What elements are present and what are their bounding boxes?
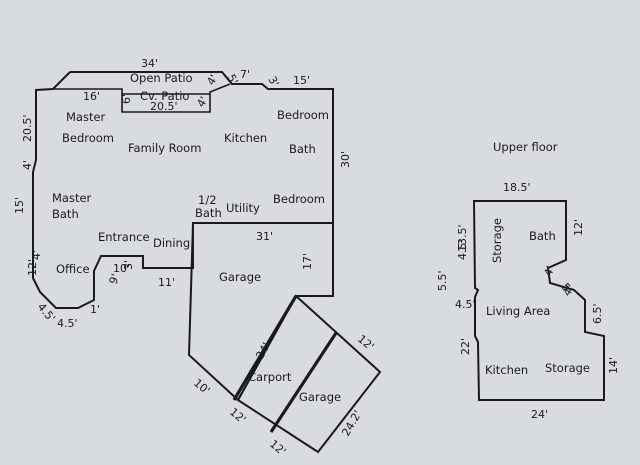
upper-dim-5-5: 5.5'	[436, 270, 449, 291]
room-half-bath-line2: Bath	[195, 206, 222, 220]
room-utility: Utility	[226, 201, 260, 215]
dim-12-carport: 12'	[227, 405, 248, 426]
dim-9: 9'	[107, 272, 123, 286]
carport-garage-outline	[236, 294, 382, 454]
upper-room-kitchen: Kitchen	[485, 363, 528, 377]
dim-10: 10'	[113, 262, 130, 275]
dim-15-top: 15'	[293, 74, 310, 87]
upper-dim-4-a: 4'	[542, 264, 558, 278]
upper-floor-plan	[472, 200, 605, 401]
dim-12-garage-bottom: 12'	[267, 437, 288, 458]
dim-12-garage-right: 12'	[355, 332, 376, 353]
dim-4-left: 4'	[21, 160, 34, 170]
room-cv-patio: Cv. Patio	[140, 89, 189, 103]
dim-20-5-patio: 20.5'	[150, 100, 178, 113]
room-open-patio: Open Patio	[130, 71, 193, 85]
room-master-bedroom-line2: Bedroom	[62, 131, 114, 145]
dim-4-patio: 4'	[194, 94, 210, 109]
upper-dim-18-5: 18.5'	[503, 181, 531, 194]
upper-floor-outline	[472, 200, 605, 401]
dim-3-small: 3'	[122, 260, 135, 270]
upper-room-living-area: Living Area	[486, 304, 550, 318]
dim-10-carport: 10'	[191, 376, 212, 397]
dim-4-office: 4'	[30, 250, 43, 260]
dim-34: 34'	[141, 57, 158, 70]
room-dining: Dining	[153, 236, 190, 250]
dim-6: 6'	[120, 94, 133, 104]
dim-4-5-bottom: 4.5'	[57, 317, 78, 330]
room-master-bath-line2: Bath	[52, 207, 79, 221]
upper-dim-24: 24'	[531, 408, 548, 421]
upper-room-bath: Bath	[529, 229, 556, 243]
upper-dim-4-5-a: 4.5'	[456, 239, 469, 260]
upper-dim-22: 22'	[459, 338, 472, 355]
dim-16: 16'	[83, 90, 100, 103]
upper-dim-14: 14'	[607, 357, 620, 374]
main-floor-labels: Open Patio Cv. Patio Master Bedroom Fami…	[52, 71, 341, 404]
room-master-bath-line1: Master	[52, 191, 92, 205]
room-bedroom-bottom: Bedroom	[273, 192, 325, 206]
dim-7: 7'	[240, 68, 250, 81]
room-master-bedroom-line1: Master	[66, 110, 106, 124]
upper-floor-dimensions: 18.5' 13.5' 4.5' 5.5' 4.5' 12' 4' 5' 4' …	[436, 181, 620, 421]
room-half-bath-line1: 1/2	[198, 193, 217, 207]
dim-4-a: 4'	[204, 72, 220, 87]
upper-room-storage-right: Storage	[545, 361, 590, 375]
dim-11: 11'	[158, 276, 175, 289]
dim-20-5-left: 20.5'	[21, 114, 34, 142]
dim-15-left: 15'	[13, 197, 26, 214]
house-outline	[32, 71, 334, 309]
room-family-room: Family Room	[128, 141, 201, 155]
dim-1: 1'	[90, 303, 100, 316]
dim-24-2: 24.2'	[339, 408, 364, 438]
carport-divider	[232, 295, 298, 401]
room-garage-2: Garage	[299, 390, 341, 404]
dim-31: 31'	[256, 230, 273, 243]
upper-floor-labels: Upper floor Storage Bath Living Area Kit…	[485, 140, 590, 377]
dim-3: 3'	[265, 74, 281, 89]
dim-12-office: 12'	[26, 259, 39, 276]
dim-4-5-diag: 4.5'	[35, 301, 58, 325]
garage-divider	[269, 332, 338, 433]
upper-dim-12: 12'	[572, 219, 585, 236]
room-kitchen: Kitchen	[224, 131, 267, 145]
room-carport: Carport	[248, 370, 292, 384]
room-office: Office	[56, 262, 90, 276]
dim-17: 17'	[301, 253, 314, 270]
room-entrance: Entrance	[98, 230, 150, 244]
upper-floor-title: Upper floor	[493, 140, 558, 154]
upper-dim-6-5: 6.5'	[591, 303, 604, 324]
upper-dim-13-5: 13.5'	[456, 224, 469, 252]
upper-room-storage-left: Storage	[490, 218, 504, 263]
room-bedroom-top: Bedroom	[277, 108, 329, 122]
room-bath: Bath	[289, 142, 316, 156]
main-floor-plan	[32, 71, 382, 454]
dim-30: 30'	[339, 151, 352, 168]
open-patio-line	[53, 83, 231, 113]
room-garage: Garage	[219, 270, 261, 284]
upper-dim-4-5-b: 4.5'	[455, 298, 476, 311]
